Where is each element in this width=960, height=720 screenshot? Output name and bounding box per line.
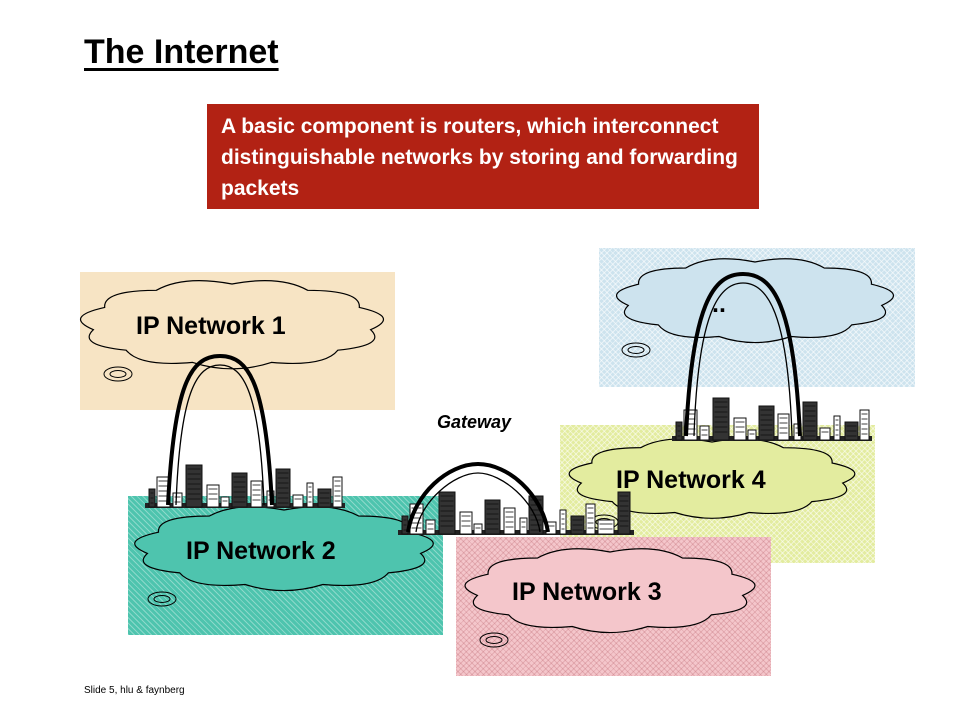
network-4-cloud	[568, 438, 856, 530]
network-3-cloud	[464, 548, 756, 648]
network-2-label: IP Network 2	[186, 537, 336, 565]
gateway-arch	[406, 461, 550, 533]
network-4-label: IP Network 4	[616, 466, 766, 494]
slide-title: The Internet	[84, 33, 279, 71]
router-arch-1	[166, 353, 274, 506]
network-1-label: IP Network 1	[136, 312, 286, 340]
network-more-cloud	[616, 258, 894, 358]
city-skyline-gateway	[398, 491, 634, 535]
city-skyline-1	[145, 464, 345, 508]
network-more-label: ..	[712, 290, 726, 318]
callout-box: A basic component is routers, which inte…	[207, 104, 759, 209]
network-3-label: IP Network 3	[512, 578, 662, 606]
city-skyline-4	[672, 397, 872, 441]
slide-footer: Slide 5, hlu & faynberg	[84, 685, 185, 696]
gateway-label: Gateway	[437, 412, 512, 432]
router-arch-4	[684, 271, 802, 437]
